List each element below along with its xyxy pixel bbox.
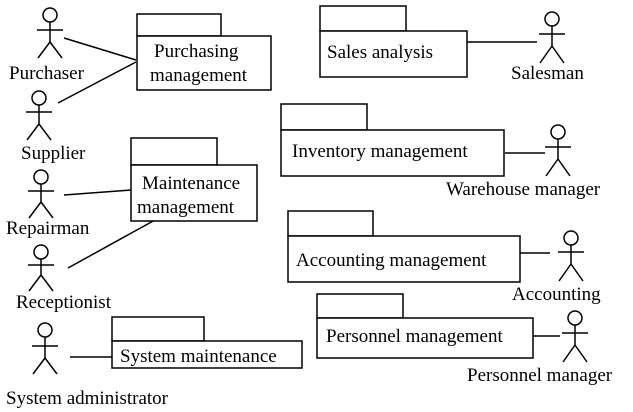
package-purchasing-management[interactable]: Purchasing management [136, 13, 272, 91]
association-receptionist-maintenance [67, 219, 156, 269]
actor-label: Purchaser [9, 63, 85, 84]
package-body [319, 30, 468, 78]
package-sales-analysis[interactable]: Sales analysis [319, 5, 468, 78]
association-purchaser-purchasing [63, 37, 137, 61]
actor-label: Personnel manager [467, 365, 613, 386]
association-supplier-purchasing [57, 61, 137, 104]
package-tab [280, 103, 368, 131]
actor-warehouse-manager[interactable]: Warehouse manager [446, 124, 601, 200]
actor-icon [558, 230, 584, 282]
actor-accounting[interactable]: Accounting [512, 230, 601, 305]
actor-personnel-manager[interactable]: Personnel manager [467, 310, 613, 386]
package-body [130, 164, 258, 222]
actor-salesman[interactable]: Salesman [511, 11, 584, 84]
package-label-line1: Purchasing [154, 41, 239, 62]
package-maintenance-management[interactable]: Maintenance management [130, 137, 258, 222]
package-tab [130, 137, 218, 166]
actor-icon [545, 124, 571, 177]
actor-repairman[interactable]: Repairman [6, 169, 90, 239]
actor-purchaser[interactable]: Purchaser [9, 7, 85, 84]
association-repairman-maintenance [63, 189, 132, 196]
actor-icon [28, 169, 54, 219]
actor-icon [26, 90, 52, 141]
actor-label: Warehouse manager [446, 179, 601, 200]
actor-supplier[interactable]: Supplier [21, 90, 86, 164]
package-label-line1: Maintenance [142, 173, 240, 194]
package-label: Personnel management [326, 326, 503, 347]
actor-icon [28, 244, 54, 292]
package-label: Inventory management [292, 141, 468, 162]
package-label-line2: management [137, 197, 235, 218]
actor-icon [562, 310, 588, 363]
actor-label: Accounting [512, 284, 601, 305]
actor-label: Repairman [6, 218, 90, 239]
package-label: System maintenance [120, 346, 277, 367]
package-label: Sales analysis [327, 42, 433, 63]
actor-system-administrator[interactable]: System administrator [6, 322, 169, 409]
actor-icon [539, 11, 565, 64]
package-body [280, 129, 505, 177]
package-tab [111, 316, 205, 342]
package-label: Accounting management [296, 250, 487, 271]
actor-label: System administrator [6, 388, 169, 409]
actor-label: Receptionist [16, 292, 112, 313]
package-tab [316, 293, 404, 319]
actor-label: Salesman [511, 63, 584, 84]
package-system-maintenance[interactable]: System maintenance [111, 316, 303, 369]
package-accounting-management[interactable]: Accounting management [287, 210, 521, 283]
package-body [316, 317, 534, 359]
package-tab [287, 210, 374, 237]
actor-label: Supplier [21, 143, 86, 164]
package-body [136, 35, 272, 91]
actor-receptionist[interactable]: Receptionist [16, 244, 112, 313]
actor-icon [32, 322, 58, 375]
actor-icon [37, 7, 63, 59]
package-tab [136, 13, 222, 37]
package-inventory-management[interactable]: Inventory management [280, 103, 505, 177]
package-tab [319, 5, 407, 32]
package-body [287, 235, 521, 283]
package-label-line2: management [150, 65, 248, 86]
package-body [111, 340, 303, 369]
package-personnel-management[interactable]: Personnel management [316, 293, 534, 359]
